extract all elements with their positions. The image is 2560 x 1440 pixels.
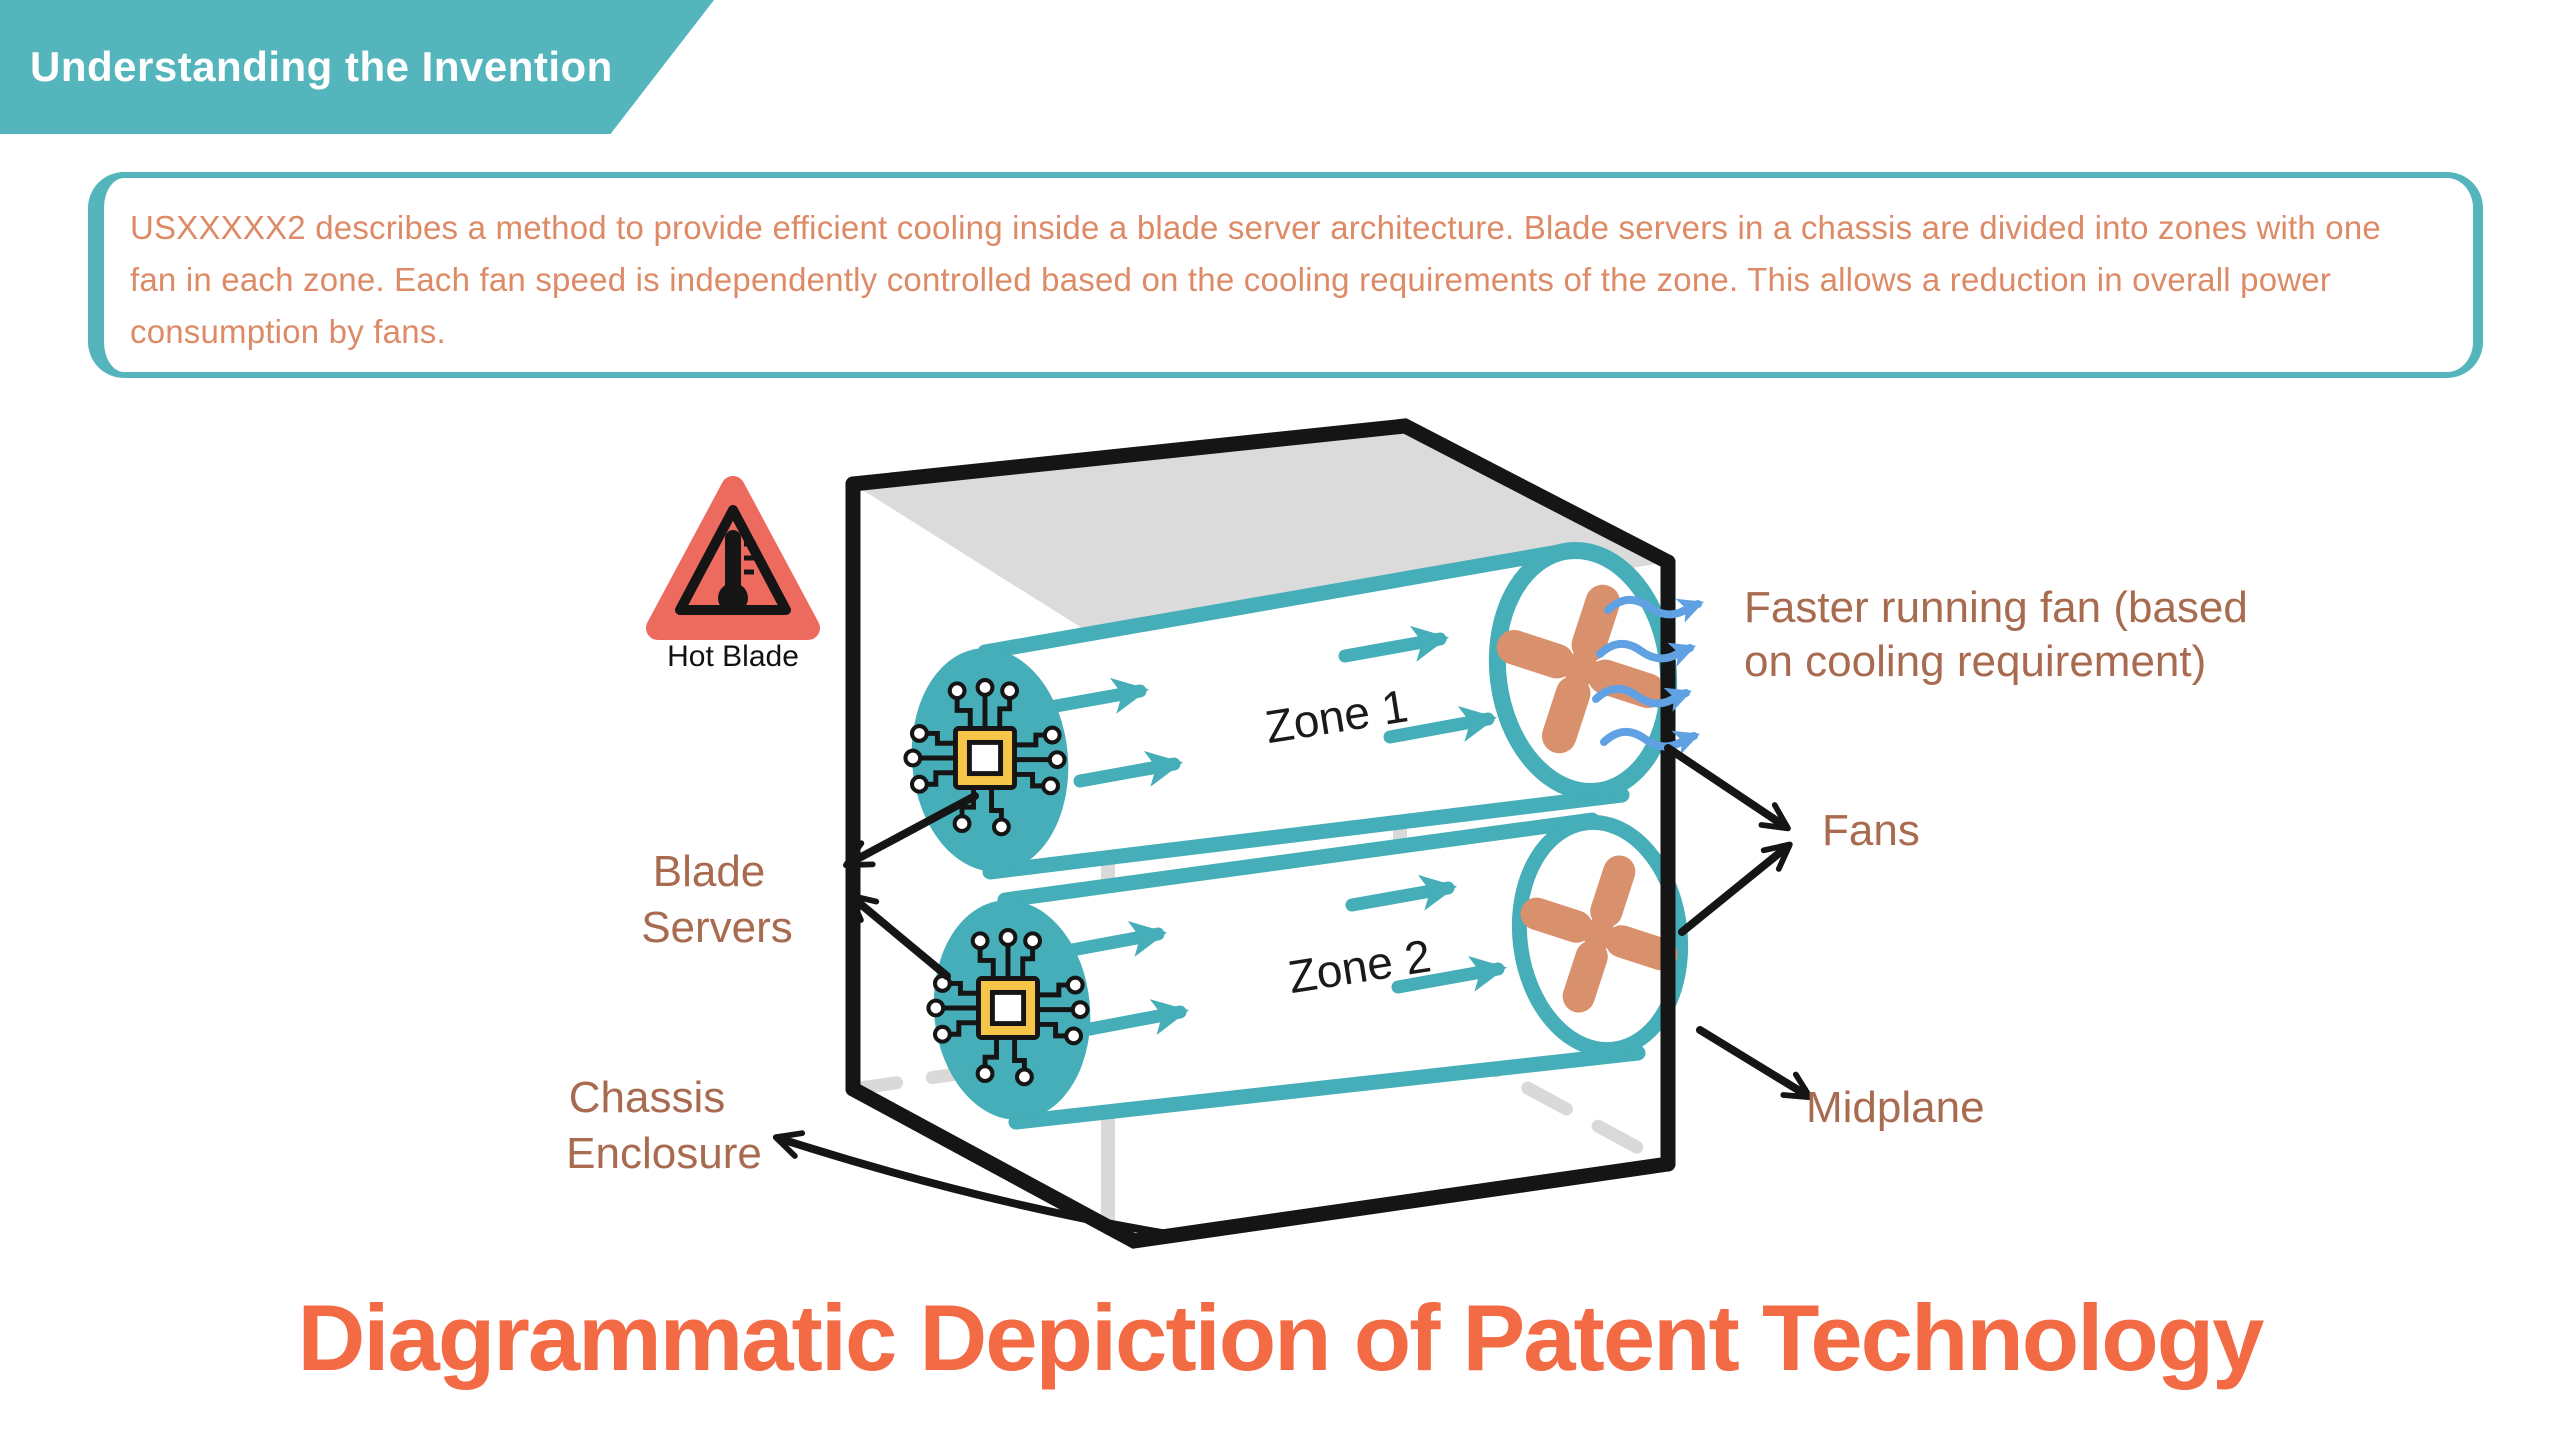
chassis-enclosure-arrow bbox=[772, 1130, 1190, 1241]
thermometer-icon bbox=[718, 530, 756, 613]
blade-servers-arrow-2 bbox=[847, 892, 951, 980]
page-title: Diagrammatic Depiction of Patent Technol… bbox=[297, 1285, 2265, 1390]
midplane-arrow bbox=[1696, 1026, 1813, 1101]
chassis-top-face bbox=[853, 426, 1668, 652]
header-banner: Understanding the Invention bbox=[0, 0, 714, 134]
invention-description-box: USXXXXX2 describes a method to provide e… bbox=[88, 172, 2483, 378]
hot-blade-warning: Hot Blade bbox=[646, 476, 820, 673]
airflow-arrows bbox=[1592, 595, 1704, 755]
banner-title: Understanding the Invention bbox=[30, 43, 613, 90]
zone-1-flow-arrows bbox=[1049, 625, 1497, 788]
annotation-arrows bbox=[772, 744, 1813, 1241]
chassis-enclosure-label-line1: Chassis bbox=[569, 1073, 726, 1122]
zone-2-cylinder: Zone 2 bbox=[925, 812, 1689, 1130]
chassis-enclosure-label-line2: Enclosure bbox=[566, 1129, 762, 1178]
blade-servers-label-line2: Servers bbox=[641, 903, 793, 952]
fans-label: Fans bbox=[1822, 806, 1920, 855]
faster-fan-label-line2: on cooling requirement) bbox=[1744, 637, 2206, 686]
fans-arrow-1 bbox=[1664, 744, 1791, 832]
invention-description-text: USXXXXX2 describes a method to provide e… bbox=[130, 209, 2381, 351]
blade-servers-label-line1: Blade bbox=[653, 847, 766, 896]
zone-2-flow-arrows bbox=[1065, 874, 1507, 1036]
fans-arrow-2 bbox=[1678, 841, 1793, 936]
diagram-labels: Blade Servers Chassis Enclosure Faster r… bbox=[566, 583, 2248, 1178]
zone-1-cylinder: Zone 1 bbox=[903, 541, 1678, 880]
blade-servers-arrow-1 bbox=[843, 792, 979, 869]
midplane-label: Midplane bbox=[1806, 1083, 1985, 1132]
faster-fan-label-line1: Faster running fan (based bbox=[1744, 583, 2248, 632]
hot-blade-label: Hot Blade bbox=[667, 640, 799, 673]
